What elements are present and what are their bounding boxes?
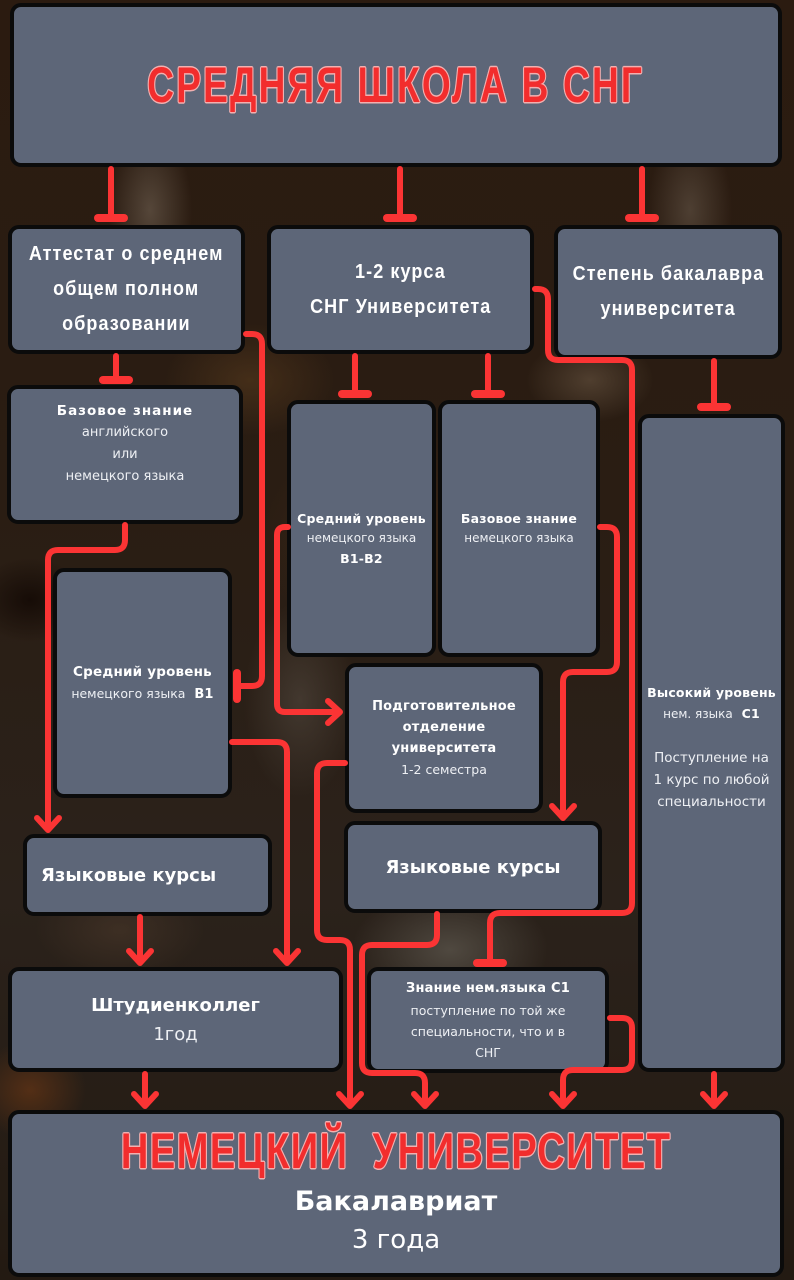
node-prep-duration: 1-2 семестра — [401, 761, 487, 777]
node-high-c1: Высокий уровень нем. языка C1 Поступлени… — [638, 414, 785, 1072]
arrowhead — [325, 698, 343, 726]
arrowhead — [411, 1091, 439, 1109]
node-basic-de-title: Базовое знание — [460, 511, 578, 526]
node-school-cis: СРЕДНЯЯ ШКОЛА В СНГ — [10, 3, 782, 167]
node-prep-title: университета — [391, 740, 497, 756]
node-language-courses-right: Языковые курсы — [344, 821, 602, 913]
node-basic-en-de-line: немецкого языка — [65, 469, 185, 484]
node-attestat-line: общем полном — [53, 278, 200, 300]
node-c1-line: СНГ — [475, 1044, 501, 1060]
node-mid-b1: Средний уровень немецкого языка B1 — [53, 568, 232, 798]
arrowhead — [700, 1091, 728, 1109]
node-language-courses-right-label: Языковые курсы — [385, 856, 561, 878]
diagram-title: СРЕДНЯЯ ШКОЛА В СНГ — [147, 57, 645, 113]
node-courses-line: СНГ Университета — [309, 295, 492, 318]
node-studienkolleg-duration: 1год — [153, 1023, 198, 1045]
destination-title: НЕМЕЦКИЙ УНИВЕРСИТЕТ — [120, 1123, 672, 1179]
node-courses-1-2: 1-2 курса СНГ Университета — [267, 225, 534, 354]
node-c1-line: поступление по той же — [410, 1002, 566, 1018]
destination-degree: Бакалавриат — [294, 1186, 498, 1217]
node-basic-de: Базовое знание немецкого языка — [438, 400, 600, 657]
node-bachelor-line: университета — [600, 298, 736, 320]
node-high-c1-text: нем. языка — [663, 707, 733, 721]
arrowhead — [336, 1091, 364, 1109]
node-c1-same-specialty: Знание нем.языка C1 поступление по той ж… — [367, 967, 609, 1073]
node-courses-line: 1-2 курса — [355, 260, 446, 283]
node-high-c1-note: специальности — [657, 794, 766, 810]
node-studienkolleg-title: Штудиенколлег — [91, 994, 260, 1016]
node-mid-b1-b2-text: немецкого языка — [306, 531, 417, 545]
node-mid-b1-title: Средний уровень — [73, 663, 212, 680]
node-bachelor-degree: Степень бакалавра университета — [554, 225, 782, 359]
node-prep-title: отделение — [402, 719, 486, 735]
node-mid-b1-b2-title: Средний уровень — [297, 511, 426, 526]
node-c1-line: специальности, что и в — [410, 1023, 566, 1039]
arrowhead — [126, 948, 154, 966]
node-basic-en-de-line: или — [112, 447, 138, 462]
node-bachelor-line: Степень бакалавра — [572, 263, 764, 285]
node-basic-en-de: Базовое знание английского или немецкого… — [7, 385, 243, 524]
node-basic-en-de-title: Базовое знание — [56, 403, 194, 419]
arrowhead — [273, 948, 301, 966]
destination-duration: 3 года — [351, 1225, 441, 1255]
node-mid-b1-level: B1 — [194, 686, 214, 702]
node-high-c1-title: Высокий уровень — [647, 685, 776, 700]
node-german-university: НЕМЕЦКИЙ УНИВЕРСИТЕТ Бакалавриат 3 года — [8, 1110, 784, 1277]
node-basic-de-text: немецкого языка — [464, 531, 574, 545]
arrowhead — [34, 815, 62, 833]
node-high-c1-level: C1 — [741, 706, 760, 721]
node-studienkolleg: Штудиенколлег 1год — [8, 967, 343, 1072]
arrowhead — [131, 1091, 159, 1109]
arrowhead — [549, 1091, 577, 1109]
node-language-courses-left-label: Языковые курсы — [41, 864, 217, 886]
arrowhead — [549, 803, 577, 821]
node-high-c1-note: 1 курс по любой — [653, 772, 770, 788]
node-c1-title: Знание нем.языка C1 — [406, 980, 570, 996]
node-high-c1-note: Поступление на — [654, 750, 769, 766]
node-prep-department: Подготовительное отделение университета … — [345, 663, 543, 813]
node-prep-title: Подготовительное — [372, 698, 516, 714]
node-mid-b1-text: немецкого языка — [71, 685, 186, 701]
node-mid-b1-b2: Средний уровень немецкого языка B1-B2 — [287, 400, 436, 657]
node-attestat-line: Аттестат о среднем — [29, 243, 224, 265]
node-mid-b1-subtitle: немецкого языка B1 — [71, 683, 213, 705]
node-high-c1-subtitle: нем. языка C1 — [663, 703, 760, 725]
node-language-courses-left: Языковые курсы — [23, 834, 272, 916]
node-mid-b1-b2-level: B1-B2 — [340, 551, 383, 566]
node-attestat-line: образовании — [62, 313, 191, 335]
node-basic-en-de-line: английского — [81, 425, 169, 440]
node-attestat: Аттестат о среднем общем полном образова… — [8, 225, 245, 354]
